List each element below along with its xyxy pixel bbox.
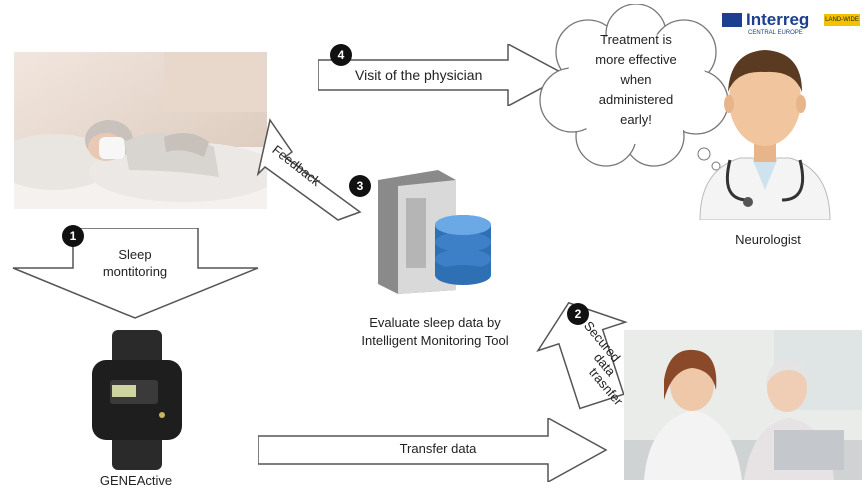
consultation-photo bbox=[624, 330, 862, 480]
step-4-badge: 4 bbox=[330, 44, 352, 66]
sleep-monitoring-arrow bbox=[12, 228, 259, 319]
logo-text: Interreg bbox=[746, 10, 810, 29]
thought-cloud bbox=[539, 4, 729, 171]
server-caption-line-2: Intelligent Monitoring Tool bbox=[361, 333, 509, 348]
logo-badge: LAND-WIDE bbox=[824, 14, 860, 26]
transfer-data-label: Transfer data bbox=[399, 441, 477, 456]
sleeping-patient-photo bbox=[0, 52, 279, 209]
neurologist-illustration bbox=[699, 50, 831, 220]
feedback-arrow bbox=[256, 118, 362, 221]
device-caption: GENEActive bbox=[99, 473, 173, 488]
visit-label: Visit of the physician bbox=[355, 67, 483, 83]
secured-transfer-arrow bbox=[536, 301, 628, 410]
eu-flag-icon bbox=[722, 13, 742, 27]
geneactive-watch-icon bbox=[92, 330, 182, 470]
neurologist-caption: Neurologist bbox=[735, 232, 801, 247]
thought-line-4: administered bbox=[598, 92, 674, 107]
transfer-data-arrow bbox=[258, 418, 608, 482]
thought-line-3: when bbox=[620, 72, 652, 87]
step-3-badge: 3 bbox=[349, 175, 371, 197]
sleep-label-line-1: Sleep bbox=[118, 247, 152, 262]
step-2-badge: 2 bbox=[567, 303, 589, 325]
sleep-label-line-2: montitoring bbox=[102, 264, 168, 279]
server-caption-line-1: Evaluate sleep data by bbox=[369, 315, 501, 330]
interreg-logo: Interreg CENTRAL EUROPE LAND-WIDE bbox=[722, 10, 865, 42]
step-1-badge: 1 bbox=[62, 225, 84, 247]
logo-subtext: CENTRAL EUROPE bbox=[748, 30, 803, 36]
thought-line-5: early! bbox=[620, 112, 652, 127]
server-database-icon bbox=[378, 170, 491, 294]
thought-line-1: Treatment is bbox=[600, 32, 672, 47]
visit-arrow bbox=[318, 44, 568, 106]
thought-line-2: more effective bbox=[595, 52, 677, 67]
